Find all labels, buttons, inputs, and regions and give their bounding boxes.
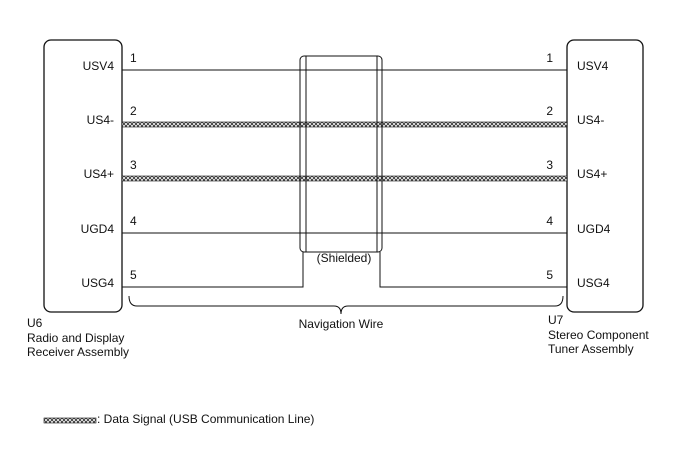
legend-signal-swatch bbox=[43, 417, 97, 424]
left-pin-name-2: US4- bbox=[87, 113, 114, 127]
right-pin-name-2: US4- bbox=[577, 113, 604, 127]
left-pin-number-3: 3 bbox=[130, 158, 137, 172]
right-pin-number-3: 3 bbox=[546, 158, 553, 172]
left-pin-name-5: USG4 bbox=[81, 276, 114, 290]
left-pin-name-3: US4+ bbox=[84, 167, 114, 181]
left-pin-number-2: 2 bbox=[130, 104, 137, 118]
wire-5-left bbox=[122, 252, 304, 288]
right-pin-name-3: US4+ bbox=[577, 167, 607, 181]
right-pin-number-5: 5 bbox=[546, 268, 553, 282]
shield: (Shielded) bbox=[299, 55, 383, 265]
wire-5-right bbox=[379, 252, 567, 288]
right-pin-number-2: 2 bbox=[546, 104, 553, 118]
left-pin-number-1: 1 bbox=[130, 51, 137, 65]
shield-label: (Shielded) bbox=[317, 251, 372, 265]
right-pin-number-4: 4 bbox=[546, 214, 553, 228]
left-pin-number-5: 5 bbox=[130, 268, 137, 282]
left-connector-code: U6 bbox=[27, 316, 43, 330]
left-pin-number-4: 4 bbox=[130, 214, 137, 228]
harness-label: Navigation Wire bbox=[299, 317, 384, 331]
right-connector-name-line2: Tuner Assembly bbox=[548, 342, 634, 356]
harness-bracket bbox=[128, 295, 564, 315]
left-pin-name-1: USV4 bbox=[83, 59, 115, 73]
wire-3-signal bbox=[121, 175, 568, 182]
left-pin-name-4: UGD4 bbox=[81, 222, 115, 236]
left-connector-name-line1: Radio and Display bbox=[27, 331, 124, 345]
right-pin-number-1: 1 bbox=[546, 51, 553, 65]
legend: : Data Signal (USB Communication Line) bbox=[43, 412, 314, 426]
right-pin-name-4: UGD4 bbox=[577, 222, 611, 236]
right-connector-name-line1: Stereo Component bbox=[548, 328, 649, 342]
right-pin-name-1: USV4 bbox=[577, 59, 609, 73]
left-connector-name-line2: Receiver Assembly bbox=[27, 345, 129, 359]
shield-outline bbox=[299, 55, 383, 253]
right-connector-code: U7 bbox=[548, 313, 564, 327]
wire-2-signal bbox=[121, 121, 568, 128]
legend-text: : Data Signal (USB Communication Line) bbox=[97, 412, 314, 426]
right-pin-name-5: USG4 bbox=[577, 276, 610, 290]
wire-group bbox=[121, 69, 568, 288]
